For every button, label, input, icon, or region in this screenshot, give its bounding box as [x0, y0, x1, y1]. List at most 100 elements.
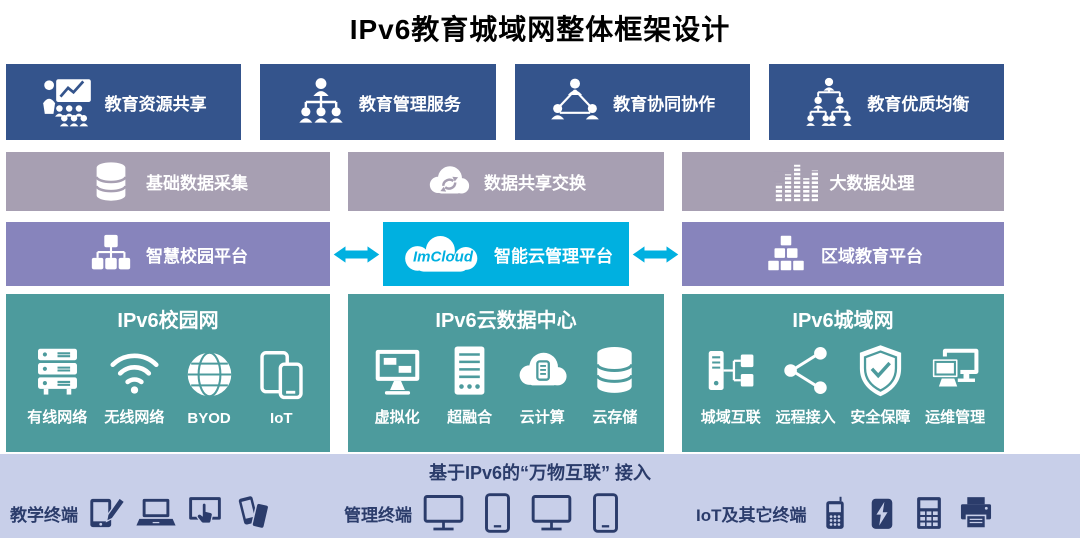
tablet-outline-icon — [475, 491, 520, 535]
data-box-exchange: 数据共享交换 — [348, 152, 664, 211]
box-label: 教育资源共享 — [104, 94, 207, 114]
touch-screen-icon — [185, 493, 225, 533]
netitem-security: 安全保障 — [850, 343, 910, 427]
card-machine-icon — [910, 493, 948, 533]
monitor-outline-icon — [529, 491, 574, 535]
tablet-outline-icon — [583, 491, 628, 535]
netitem-virtualization: 虚拟化 — [370, 343, 425, 427]
diagram-rows: 教育资源共享 教育管理服务 教育协同协作 教育优质均衡 基础数据采集 — [6, 64, 1004, 452]
band-group-label: 管理终端 — [344, 505, 412, 525]
band-group-iot-terminals: IoT及其它终端 — [696, 493, 1072, 533]
storage-cylinder-icon — [587, 343, 642, 398]
printer-icon — [957, 493, 995, 533]
terminal-access-band: 基于IPv6的“万物互联” 接入 教学终端 管理终端 IoT及其它终端 — [0, 454, 1080, 538]
platform-center-area: ImCloud 智能云管理平台 — [330, 222, 682, 286]
box-label: 数据共享交换 — [484, 174, 586, 193]
tablet-pen-icon — [87, 493, 127, 533]
band-group-label: IoT及其它终端 — [696, 505, 807, 525]
netitem-cloud-storage: 云存储 — [587, 343, 642, 427]
netbox-title: IPv6校园网 — [117, 310, 219, 332]
netitem-cloud-computing: 云计算 — [515, 343, 570, 427]
share-nodes-icon — [778, 343, 833, 398]
netitem-wired: 有线网络 — [27, 343, 87, 427]
netitem-label: 远程接入 — [775, 409, 836, 426]
netitem-label: 有线网络 — [27, 409, 88, 426]
globe-icon — [182, 347, 237, 402]
netitem-label: 城域互联 — [700, 409, 761, 426]
devices-icon — [254, 347, 309, 402]
data-services-row: 基础数据采集 数据共享交换 大数据处理 — [6, 152, 1004, 211]
netitem-hyperconverged: 超融合 — [442, 343, 497, 427]
box-label: 智能云管理平台 — [494, 246, 613, 266]
database-icon — [88, 159, 134, 205]
shield-check-icon — [853, 343, 908, 398]
netitem-byod: BYOD — [182, 347, 237, 427]
tilted-phones-icon — [234, 493, 274, 533]
platform-box-smart-campus: 智慧校园平台 — [6, 222, 330, 286]
cloud-sync-icon — [426, 159, 472, 205]
app-box-collaboration: 教育协同协作 — [514, 64, 750, 140]
netitem-label: 虚拟化 — [374, 409, 420, 426]
interconnect-icon — [703, 343, 758, 398]
netitem-label: BYOD — [187, 410, 231, 427]
netitem-label: 运维管理 — [925, 409, 986, 426]
double-arrow-icon — [333, 241, 380, 268]
box-label: 教育优质均衡 — [867, 94, 970, 114]
cloud-management-box: ImCloud 智能云管理平台 — [383, 222, 629, 286]
netitem-iot: IoT — [254, 347, 309, 427]
box-label: 教育管理服务 — [358, 94, 461, 114]
laptop-icon — [136, 493, 176, 533]
band-title: 基于IPv6的“万物互联” 接入 — [428, 463, 652, 483]
server-stack-icon — [30, 343, 85, 398]
netitem-wireless: 无线网络 — [104, 343, 164, 427]
netitem-label: 无线网络 — [104, 409, 165, 426]
netbox-cloud-datacenter: IPv6云数据中心 虚拟化 超融合 云计算 — [348, 294, 664, 452]
wifi-icon — [107, 343, 162, 398]
org-chart-icon — [295, 76, 347, 128]
cloud-compute-icon — [515, 343, 570, 398]
netbox-campus-network: IPv6校园网 有线网络 无线网络 BYOD — [6, 294, 330, 452]
imcloud-logo: ImCloud — [399, 233, 487, 275]
infrastructure-row: IPv6校园网 有线网络 无线网络 BYOD — [6, 294, 1004, 452]
double-arrow-icon — [632, 241, 679, 268]
charging-device-icon — [863, 493, 901, 533]
netbox-man: IPv6城域网 城域互联 远程接入 安全保障 — [682, 294, 1004, 452]
app-box-management-service: 教育管理服务 — [260, 64, 496, 140]
data-box-collection: 基础数据采集 — [6, 152, 330, 211]
equalizer-icon — [772, 159, 818, 205]
netbox-items: 有线网络 无线网络 BYOD IoT — [6, 343, 330, 427]
server-rack-icon — [442, 343, 497, 398]
box-label: 教育协同协作 — [613, 94, 716, 114]
netitem-label: 云存储 — [592, 409, 638, 426]
netitem-label: 超融合 — [447, 409, 493, 426]
netitem-ops: 运维管理 — [925, 343, 985, 427]
netbox-items: 城域互联 远程接入 安全保障 运维管理 — [682, 343, 1004, 427]
pos-terminal-icon — [816, 493, 854, 533]
balanced-tree-icon — [803, 76, 855, 128]
box-label: 基础数据采集 — [146, 174, 248, 193]
pyramid-blocks-icon — [763, 231, 809, 277]
dual-monitor-icon — [928, 343, 983, 398]
band-groups: 教学终端 管理终端 IoT及其它终端 — [0, 485, 1080, 535]
cloud-icon — [399, 233, 487, 275]
imcloud-brand-text: ImCloud — [413, 248, 473, 266]
application-services-row: 教育资源共享 教育管理服务 教育协同协作 教育优质均衡 — [6, 64, 1004, 140]
band-group-management-terminals: 管理终端 — [344, 491, 696, 535]
netitem-label: 云计算 — [519, 409, 565, 426]
app-box-resource-sharing: 教育资源共享 — [6, 64, 242, 140]
box-label: 智慧校园平台 — [146, 246, 248, 266]
netitem-label: 安全保障 — [850, 409, 911, 426]
netbox-title: IPv6云数据中心 — [435, 310, 577, 332]
band-group-teaching-terminals: 教学终端 — [10, 493, 344, 533]
presentation-audience-icon — [41, 76, 93, 128]
collaboration-icon — [549, 76, 601, 128]
data-box-bigdata: 大数据处理 — [682, 152, 1004, 211]
page-title: IPv6教育城域网整体框架设计 — [349, 14, 731, 45]
netitem-remote-access: 远程接入 — [776, 343, 836, 427]
platform-box-regional-education: 区域教育平台 — [682, 222, 1004, 286]
platform-row: 智慧校园平台 ImCloud 智能云管理平台 区域教育平台 — [6, 222, 1004, 286]
monitor-windows-icon — [370, 343, 425, 398]
netbox-items: 虚拟化 超融合 云计算 云存储 — [348, 343, 664, 427]
band-group-label: 教学终端 — [10, 505, 78, 525]
